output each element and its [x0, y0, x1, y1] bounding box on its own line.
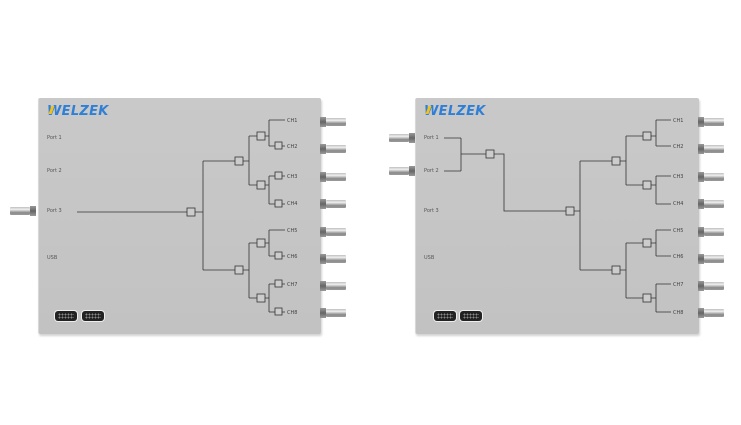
- rf-connector-ch3: [698, 172, 724, 182]
- channel-label: CH6: [287, 254, 297, 260]
- splitter-network-diagram: CH1 CH2 CH3 CH4 CH5 CH6 CH7 CH8: [77, 118, 297, 316]
- rf-connector-ch4: [698, 199, 724, 209]
- rf-connector-port1: [389, 133, 415, 143]
- channel-label: CH4: [287, 201, 297, 207]
- port2-label: Port 2: [47, 168, 62, 174]
- port1-label: Port 1: [47, 135, 62, 141]
- channel-label: CH2: [287, 144, 297, 150]
- rf-connector-ch1: [320, 117, 346, 127]
- channel-label: CH1: [673, 118, 683, 124]
- combiner-network-diagram: CH1 CH2 CH3 CH4 CH5 CH6 CH7 CH8: [444, 118, 683, 316]
- channel-label: CH7: [673, 282, 683, 288]
- rf-connector-ch2: [698, 144, 724, 154]
- channel-label: CH1: [287, 118, 297, 124]
- port2-label: Port 2: [424, 168, 439, 174]
- channel-label: CH5: [287, 228, 297, 234]
- rf-connector-ch5: [320, 227, 346, 237]
- rf-connector-ch5: [698, 227, 724, 237]
- rf-connector-ch2: [320, 144, 346, 154]
- usb-label: USB: [424, 255, 435, 261]
- channel-label: CH8: [287, 310, 297, 316]
- rf-connector-ch3: [320, 172, 346, 182]
- channel-label: CH2: [673, 144, 683, 150]
- rf-connector-ch8: [698, 308, 724, 318]
- usb-label: USB: [47, 255, 58, 261]
- port3-label: Port 3: [424, 208, 439, 214]
- rf-connector-ch4: [320, 199, 346, 209]
- rf-connector-ch6: [320, 254, 346, 264]
- channel-label: CH3: [287, 174, 297, 180]
- usb-port-1: [434, 311, 456, 321]
- channel-label: CH5: [673, 228, 683, 234]
- rf-connector-port3: [10, 206, 36, 216]
- channel-label: CH4: [673, 201, 683, 207]
- channel-label: CH6: [673, 254, 683, 260]
- rf-connector-ch6: [698, 254, 724, 264]
- splitter-device-2x8: WELZEK Port 1 Port 2 Port 3 USB CH1 CH2 …: [415, 98, 699, 334]
- brand-logo: WELZEK: [424, 104, 486, 119]
- splitter-device-1x8: WELZEK Port 1 Port 2 Port 3 USB: [38, 98, 321, 334]
- channel-label: CH8: [673, 310, 683, 316]
- port3-label: Port 3: [47, 208, 62, 214]
- port1-label: Port 1: [424, 135, 439, 141]
- usb-port-2: [460, 311, 482, 321]
- rf-connector-ch7: [320, 281, 346, 291]
- rf-connector-port2: [389, 166, 415, 176]
- usb-port-2: [82, 311, 104, 321]
- channel-label: CH3: [673, 174, 683, 180]
- rf-connector-ch1: [698, 117, 724, 127]
- channel-label: CH7: [287, 282, 297, 288]
- usb-port-1: [55, 311, 77, 321]
- brand-logo: WELZEK: [47, 104, 109, 119]
- rf-connector-ch8: [320, 308, 346, 318]
- rf-connector-ch7: [698, 281, 724, 291]
